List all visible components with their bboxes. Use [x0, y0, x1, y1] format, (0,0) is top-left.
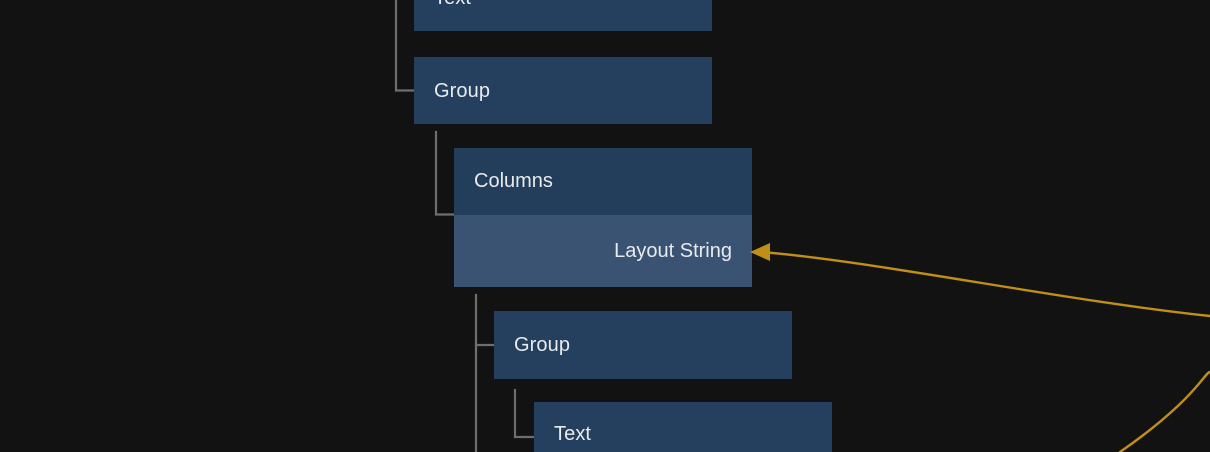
node-columns-property-label: Layout String: [614, 239, 732, 262]
node-group-2-header: Group: [494, 311, 792, 379]
node-columns-title: Columns: [454, 148, 752, 215]
connector-to-columns: [434, 130, 456, 216]
node-group-2-label: Group: [514, 334, 571, 356]
connector-to-text-bottom: [513, 388, 536, 439]
node-group-1[interactable]: Group: [414, 57, 712, 124]
node-text-top-header: Text: [414, 0, 712, 31]
node-text-top[interactable]: Text: [414, 0, 712, 31]
node-text-bottom[interactable]: Text: [534, 402, 832, 452]
node-columns-property-layout-string[interactable]: Layout String: [454, 215, 752, 287]
connector-to-group-1: [394, 0, 416, 92]
node-text-top-label: Text: [434, 0, 471, 8]
node-group-1-label: Group: [434, 79, 491, 102]
node-group-1-header: Group: [414, 57, 712, 124]
node-columns-label: Columns: [474, 170, 553, 192]
node-columns[interactable]: Columns Layout String: [454, 148, 752, 287]
edge-layout-string-arrowhead: [750, 243, 770, 261]
node-group-2[interactable]: Group: [494, 311, 792, 379]
node-text-bottom-label: Text: [554, 423, 592, 445]
node-text-bottom-header: Text: [534, 402, 832, 452]
edge-layout-string[interactable]: [760, 250, 1210, 318]
edge-lower-right[interactable]: [1118, 370, 1210, 452]
